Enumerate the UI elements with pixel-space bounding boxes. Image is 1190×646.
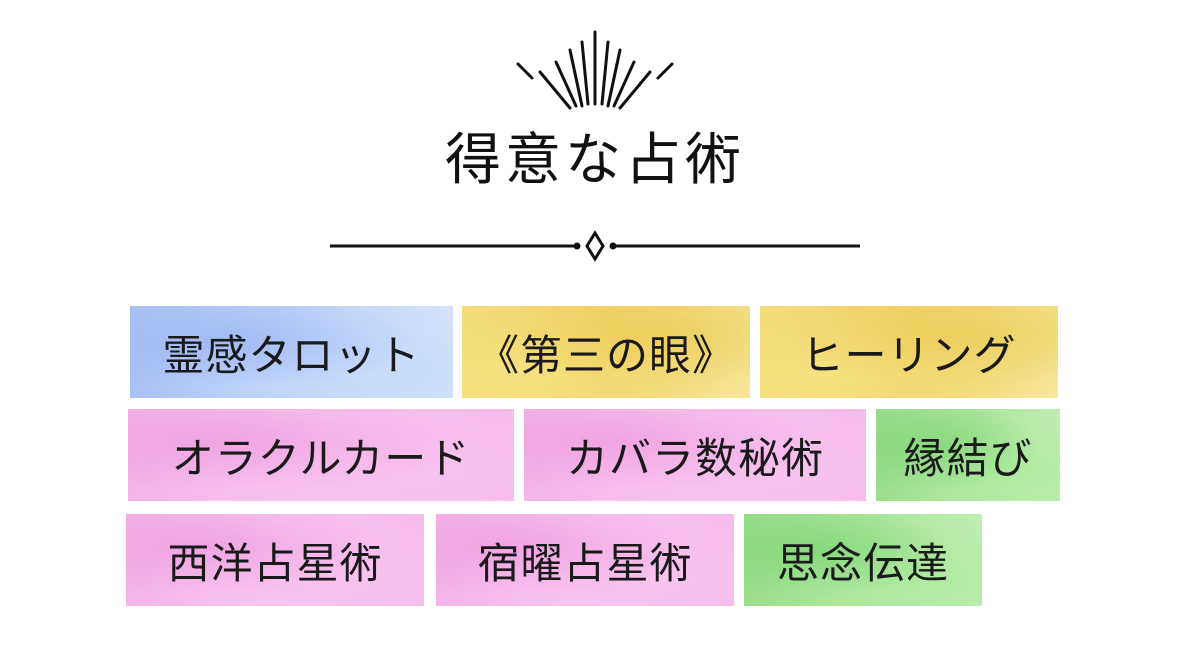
tag-shinen-dentatsu: 思念伝達 (744, 514, 982, 606)
tag-third-eye: 《第三の眼》 (462, 306, 750, 398)
tag-western-astrology: 西洋占星術 (126, 514, 424, 606)
diamond-divider-icon (330, 230, 860, 262)
header: 得意な占術 (0, 0, 1190, 280)
tag-reikan-tarot: 霊感タロット (130, 306, 453, 398)
page-title: 得意な占術 (445, 128, 745, 193)
tag-oracle-card: オラクルカード (128, 409, 514, 501)
tag-kabbalah-numerology: カバラ数秘術 (524, 409, 866, 501)
tag-enmusubi: 縁結び (876, 409, 1060, 501)
tag-healing: ヒーリング (760, 306, 1058, 398)
tag-sukuyo-astrology: 宿曜占星術 (436, 514, 734, 606)
sunburst-ornament-icon (516, 30, 674, 110)
